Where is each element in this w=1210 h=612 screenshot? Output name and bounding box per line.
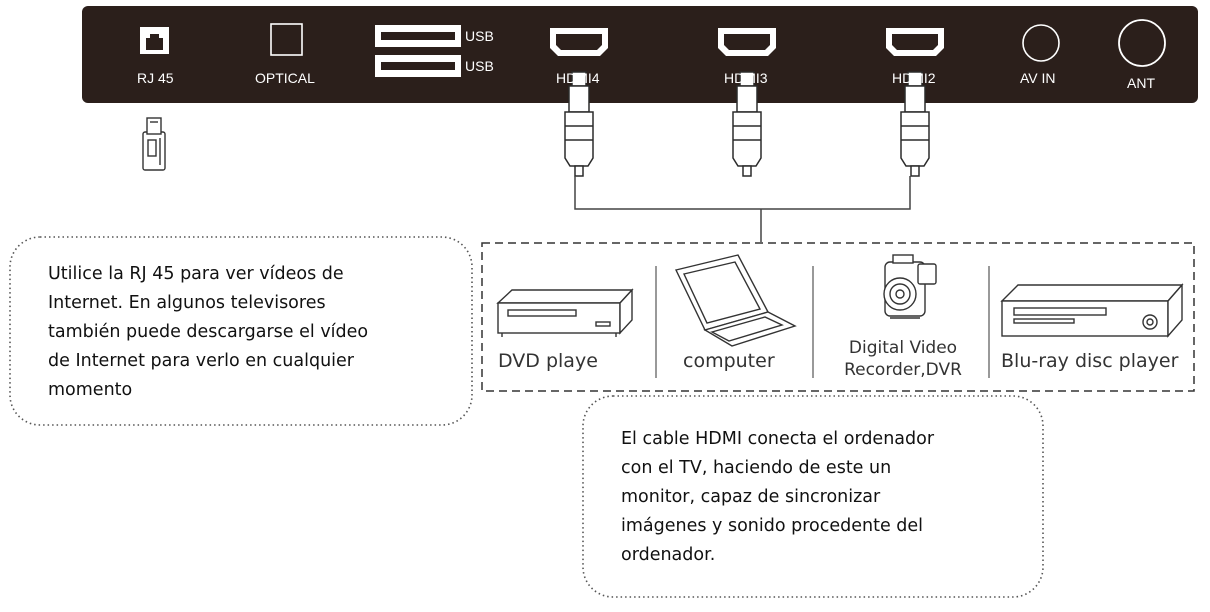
hdmi-plug-icon [732, 71, 762, 177]
note-line: ordenador. [621, 545, 716, 565]
note-line: monitor, capaz de sincronizar [621, 487, 881, 507]
port-label-hdmi3: HDMI3 [724, 70, 768, 86]
port-label-usb-2: USB [465, 58, 494, 74]
bluray-player-icon [1000, 283, 1184, 338]
rj45-port-icon [140, 27, 169, 54]
device-label-dvd: DVD playe [498, 350, 598, 372]
rj45-note-box [9, 236, 473, 426]
hdmi-port-icon [886, 28, 944, 56]
hdmi-port-icon [718, 28, 776, 56]
note-line: imágenes y sonido procedente del [621, 516, 924, 536]
usb-port-icon [375, 25, 461, 47]
port-label-ant: ANT [1127, 75, 1155, 91]
note-line: Internet. En algunos televisores [48, 293, 326, 313]
note-line: momento [48, 380, 133, 400]
rj45-note-text: Utilice la RJ 45 para ver vídeos de Inte… [48, 260, 368, 405]
port-label-optical: OPTICAL [255, 70, 315, 86]
hdmi-port-icon [550, 28, 608, 56]
usb-port-icon [375, 55, 461, 77]
note-line: Utilice la RJ 45 para ver vídeos de [48, 264, 344, 284]
hdmi-note-text: El cable HDMI conecta el ordenador con e… [621, 425, 934, 570]
device-label-computer: computer [683, 350, 775, 372]
device-label-bluray: Blu-ray disc player [1001, 350, 1179, 372]
antenna-port-icon [1118, 19, 1166, 67]
devices-box [481, 242, 1195, 392]
tv-back-panel [82, 6, 1198, 103]
hdmi-note-box [582, 395, 1044, 598]
device-label-dvr: Digital Video Recorder,DVR [828, 337, 978, 381]
rj45-plug-icon [142, 117, 166, 171]
port-label-hdmi2: HDMI2 [892, 70, 936, 86]
note-line: de Internet para verlo en cualquier [48, 351, 354, 371]
hdmi-cables [564, 71, 930, 177]
device-label-dvr-line2: Recorder,DVR [844, 360, 962, 380]
hdmi-plug-icon [564, 71, 594, 177]
camcorder-icon [883, 254, 937, 319]
port-label-av-in: AV IN [1020, 70, 1056, 86]
port-label-usb-1: USB [465, 28, 494, 44]
hdmi-plug-icon [900, 71, 930, 177]
cable-junction-line [574, 176, 911, 210]
note-line: El cable HDMI conecta el ordenador [621, 429, 935, 449]
port-label-hdmi4: HDMI4 [556, 70, 600, 86]
laptop-icon [674, 254, 797, 347]
port-label-rj45: RJ 45 [137, 70, 174, 86]
device-label-dvr-line1: Digital Video [848, 338, 958, 358]
note-line: también puede descargarse el vídeo [48, 322, 369, 342]
av-in-port-icon [1022, 24, 1060, 62]
note-line: con el TV, haciendo de este un [621, 458, 892, 478]
optical-port-icon [270, 23, 303, 56]
dvd-player-icon [496, 288, 634, 337]
